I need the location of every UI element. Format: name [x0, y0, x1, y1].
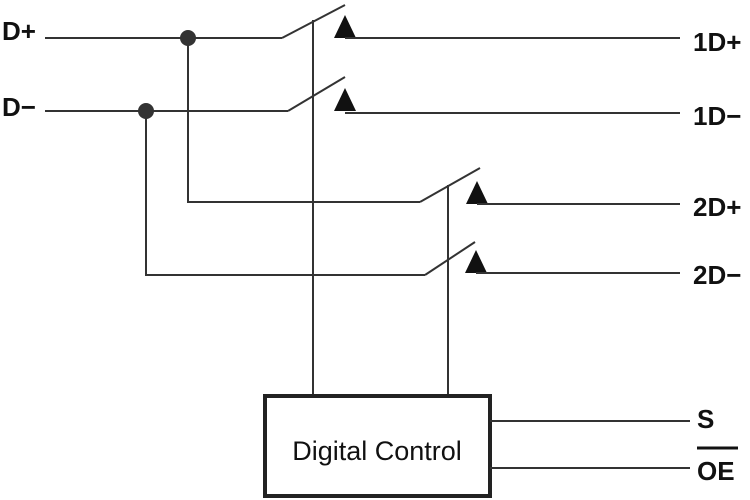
contact-triangle-2d-plus — [466, 181, 488, 204]
switch-blade-1d-minus — [287, 76, 346, 112]
label-2d-minus: 2D− — [693, 260, 741, 290]
label-d-minus: D− — [2, 92, 36, 122]
switch-blade-2d-plus — [419, 167, 481, 203]
label-select: S — [697, 404, 714, 434]
label-d-plus: D+ — [2, 16, 36, 46]
wire-d-plus-branch — [187, 38, 420, 203]
label-1d-minus: 1D− — [693, 101, 741, 131]
digital-control-label: Digital Control — [292, 436, 462, 466]
switch-blade-2d-minus — [424, 241, 476, 276]
contact-triangle-2d-minus — [465, 250, 487, 273]
contact-triangle-1d-minus — [334, 88, 356, 111]
label-2d-plus: 2D+ — [693, 192, 741, 222]
label-output-enable: OE — [697, 456, 735, 486]
label-1d-plus: 1D+ — [693, 27, 741, 57]
contact-triangle-1d-plus — [334, 15, 356, 38]
digital-control-block — [263, 394, 492, 498]
wire-d-minus-branch — [145, 111, 425, 276]
